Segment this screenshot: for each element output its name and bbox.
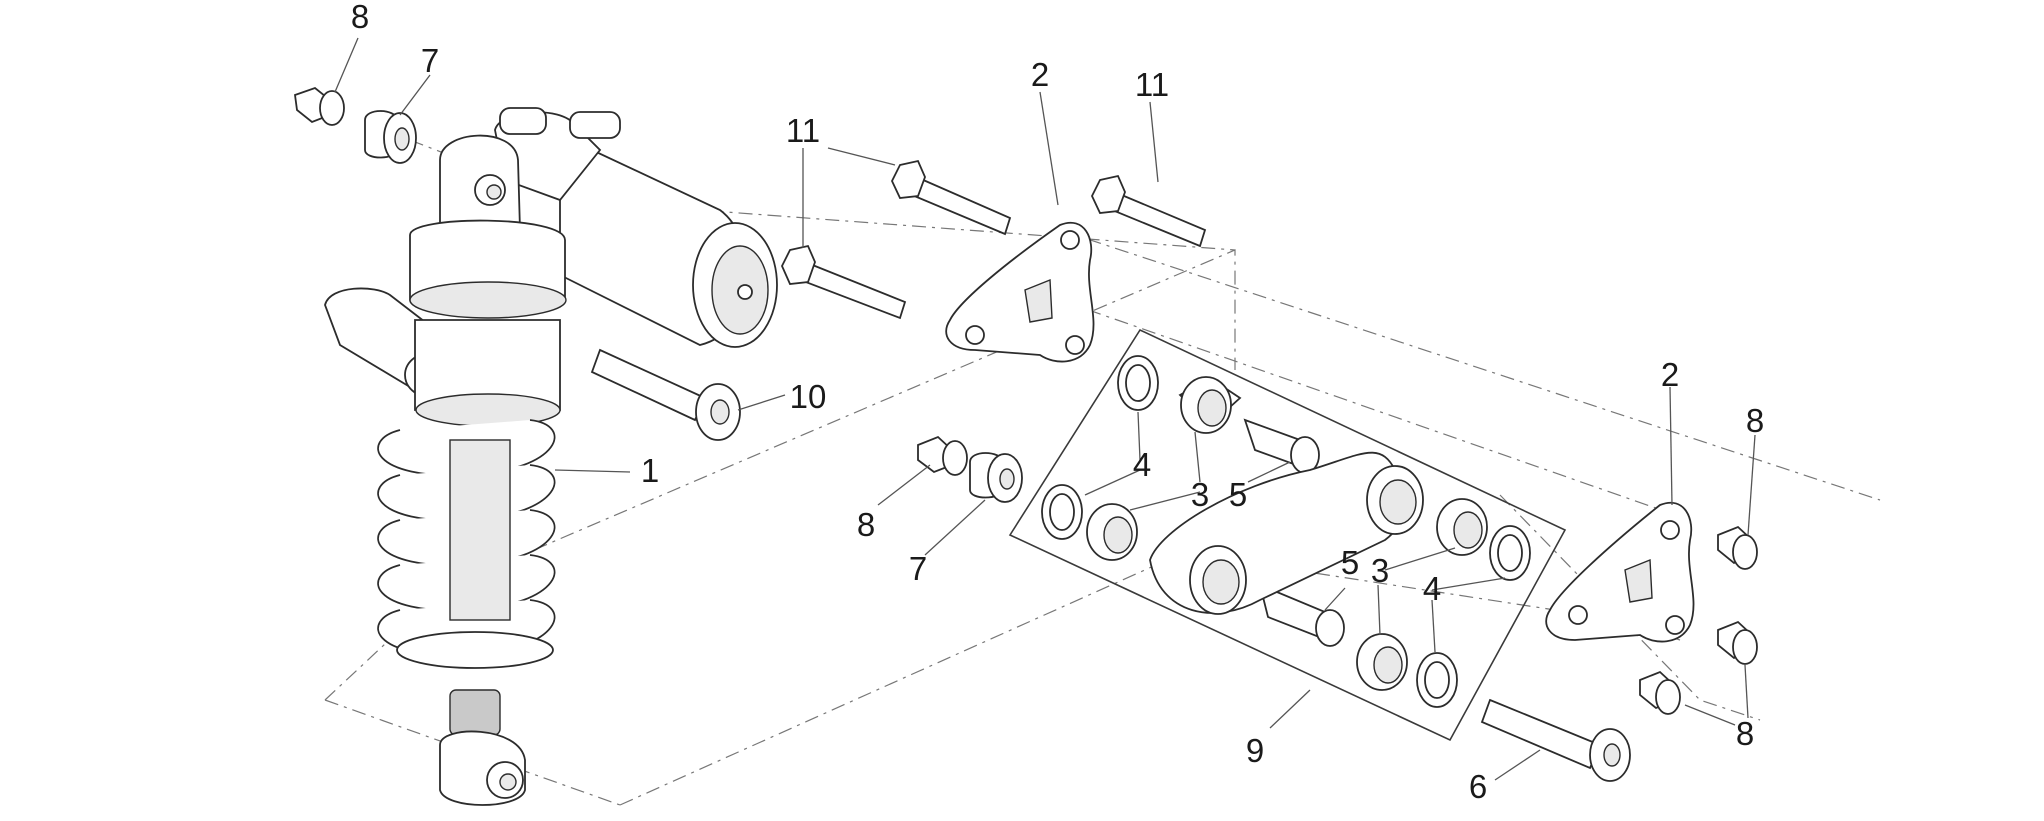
callout-6-bolt: 6 <box>1469 768 1487 805</box>
linkage-kit-9 <box>1008 328 1567 742</box>
callout-3-bushings-top: 3 <box>1191 476 1209 513</box>
callout-labels: 8 7 2 11 11 10 1 4 3 5 8 7 2 8 5 3 4 9 8… <box>351 0 1764 805</box>
callout-7-top-left: 7 <box>421 42 439 79</box>
spacer-7-top-left <box>364 110 417 164</box>
callout-8-right-bottom: 8 <box>1736 715 1754 752</box>
callout-7-middle: 7 <box>909 550 927 587</box>
callout-4-rings-top: 4 <box>1133 446 1151 483</box>
nut-8-right-top <box>1717 525 1758 570</box>
plate-2-left <box>945 222 1095 363</box>
nut-8-middle <box>917 435 968 476</box>
callout-2-plate-left: 2 <box>1031 56 1049 93</box>
callout-4-rings-bottom: 4 <box>1423 570 1441 607</box>
callout-3-bushings-bottom: 3 <box>1371 552 1389 589</box>
callout-1-shock-absorber: 1 <box>641 452 659 489</box>
callout-10-bolt: 10 <box>790 378 827 415</box>
callout-11-left-bolts: 11 <box>786 112 820 149</box>
callout-2-plate-right: 2 <box>1661 356 1679 393</box>
bolt-11-left <box>781 244 907 320</box>
spacer-7-middle <box>969 452 1023 503</box>
shock-absorber <box>324 107 778 806</box>
nut-8-right-middle <box>1717 620 1758 665</box>
callout-9-linkage-kit: 9 <box>1246 732 1264 769</box>
leader-lines <box>334 37 1756 781</box>
callout-8-top-left: 8 <box>351 0 369 35</box>
nut-8-top-left <box>294 86 345 126</box>
callout-5-sleeve-bottom: 5 <box>1341 544 1359 581</box>
bolt-10 <box>590 348 741 441</box>
nut-8-right-bottom <box>1639 670 1681 715</box>
callout-11-right-bolt: 11 <box>1135 66 1169 103</box>
callout-8-right-top: 8 <box>1746 402 1764 439</box>
plate-2-right <box>1545 502 1695 643</box>
bolt-6 <box>1480 698 1631 782</box>
callout-8-middle: 8 <box>857 506 875 543</box>
callout-5-sleeve-top: 5 <box>1229 476 1247 513</box>
bolt-11-right <box>1090 174 1207 248</box>
bolt-11-center <box>890 159 1012 236</box>
